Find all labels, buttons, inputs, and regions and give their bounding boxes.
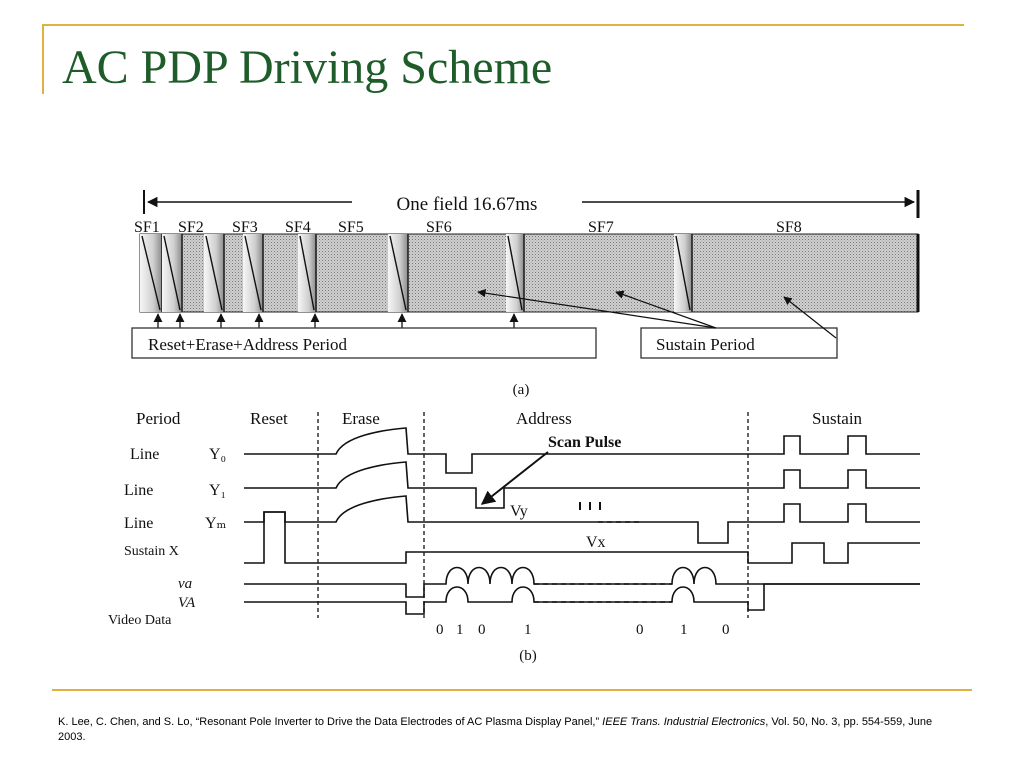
- ramp-line-7: [507, 235, 523, 311]
- row-va-lower: va: [178, 576, 192, 592]
- vx-label: Vx: [586, 534, 606, 551]
- bit-left-1: 1: [456, 622, 464, 638]
- row-line-y1: Line: [124, 482, 153, 499]
- reset-address-ramps: [140, 234, 693, 312]
- ramp-line-3: [205, 235, 223, 311]
- ramp-line-5: [299, 235, 315, 311]
- waveform-y1: [244, 461, 920, 509]
- reset-box-label: Reset+Erase+Address Period: [148, 335, 348, 354]
- bit-right-0: 0: [636, 622, 644, 638]
- waveform-va-lower: [244, 566, 920, 598]
- subfield-label-sf8: SF8: [776, 219, 802, 236]
- period-arrows: [153, 313, 519, 328]
- bit-right-2: 0: [722, 622, 730, 638]
- ellipsis-marks: [579, 502, 601, 510]
- period-headers: Period Reset Erase Address Sustain: [136, 409, 863, 428]
- subfield-label-sf7: SF7: [588, 219, 614, 236]
- subfield-label-sf5: SF5: [338, 219, 364, 236]
- waveforms: [244, 427, 920, 615]
- subfield-label-sf2: SF2: [178, 219, 204, 236]
- caption-a: (a): [513, 382, 530, 398]
- ramp-line-2: [163, 235, 181, 311]
- header-sustain: Sustain: [812, 409, 863, 428]
- header-period: Period: [136, 409, 181, 428]
- caption-b: (b): [519, 648, 537, 664]
- vy-label: Vy: [510, 503, 528, 520]
- subfield-label-sf6: SF6: [426, 219, 452, 236]
- citation-authors-title: K. Lee, C. Chen, and S. Lo, “Resonant Po…: [58, 716, 603, 728]
- accent-top-rule: [42, 24, 964, 26]
- waveform-ym: [244, 495, 920, 544]
- ramp-line-6: [389, 235, 407, 311]
- ramp-line-8: [675, 235, 691, 311]
- waveform-y0: [244, 427, 920, 474]
- bit-left-3: 1: [524, 622, 532, 638]
- driving-scheme-diagram: One field 16.67ms SF1 SF2 SF3 SF4 SF5 SF…: [108, 190, 920, 664]
- bit-left-0: 0: [436, 622, 444, 638]
- row-va-upper: VA: [178, 595, 196, 611]
- scan-pulse-arrow: [480, 451, 549, 505]
- citation-details: , Vol. 50, No. 3, pp. 554-559, June 2003…: [58, 716, 933, 743]
- header-erase: Erase: [342, 409, 380, 428]
- waveform-va-upper: [244, 583, 920, 615]
- subfield-bar: [139, 233, 920, 313]
- slide-title: AC PDP Driving Scheme: [62, 41, 553, 94]
- row-video-data: Video Data: [108, 613, 172, 628]
- row-ym: Yₘ: [205, 515, 227, 532]
- video-data-bits: 0 1 0 1 0 1 0: [436, 622, 730, 638]
- row-y0: Y₀: [209, 446, 226, 463]
- header-address: Address: [516, 409, 572, 428]
- header-reset: Reset: [250, 409, 288, 428]
- sustain-box-label: Sustain Period: [656, 335, 755, 354]
- subfield-label-sf1: SF1: [134, 219, 160, 236]
- reset-erase-address-box: Reset+Erase+Address Period: [131, 327, 597, 359]
- sustain-period-box: Sustain Period: [477, 288, 838, 359]
- row-sustain-x: Sustain X: [124, 544, 179, 559]
- row-y1: Y₁: [209, 482, 226, 499]
- subfield-label-sf4: SF4: [285, 219, 311, 236]
- row-line-y0: Line: [130, 446, 159, 463]
- ramp-line-4: [244, 235, 262, 311]
- ramp-line-1: [141, 235, 161, 311]
- field-dimension: One field 16.67ms: [143, 190, 920, 218]
- row-labels: Line Y₀ Line Y₁ Line Yₘ Sustain X va VA …: [108, 446, 227, 628]
- scan-pulse-label: Scan Pulse: [548, 434, 621, 451]
- field-duration-label: One field 16.67ms: [397, 194, 538, 215]
- row-line-ym: Line: [124, 515, 153, 532]
- subfield-label-sf3: SF3: [232, 219, 258, 236]
- waveform-sustain-x: [244, 511, 920, 564]
- accent-vertical-rule: [42, 24, 44, 94]
- citation-journal: IEEE Trans. Industrial Electronics: [602, 716, 766, 728]
- bit-right-1: 1: [680, 622, 688, 638]
- waveform-gaps: [534, 521, 672, 603]
- footer-rule: [52, 689, 972, 691]
- subfield-labels: SF1 SF2 SF3 SF4 SF5 SF6 SF7 SF8: [134, 219, 802, 236]
- bit-left-2: 0: [478, 622, 486, 638]
- reference-citation: K. Lee, C. Chen, and S. Lo, “Resonant Po…: [58, 715, 938, 745]
